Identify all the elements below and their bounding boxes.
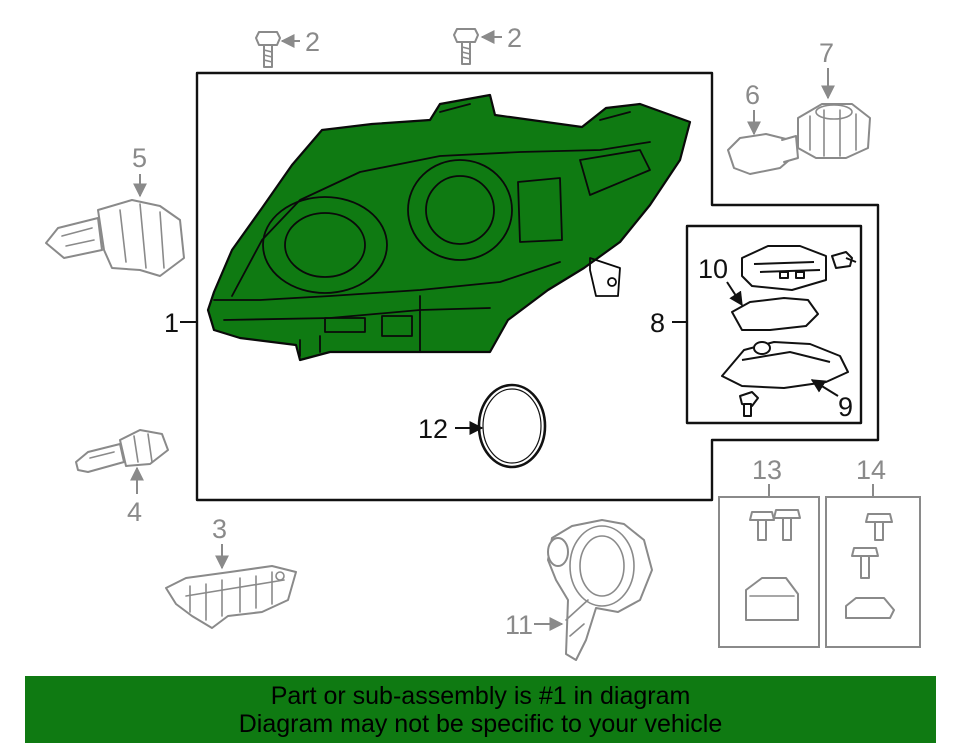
callout-2-left: 2 <box>305 27 320 57</box>
callout-1: 1 <box>164 308 179 338</box>
bolt-part-2-left[interactable] <box>255 31 281 68</box>
subassembly-box-8 <box>685 224 863 425</box>
leader-10 <box>726 281 743 307</box>
clip-kit-part-14[interactable] <box>845 513 895 619</box>
callout-4: 4 <box>127 497 142 527</box>
callout-12: 12 <box>418 414 448 444</box>
callout-8: 8 <box>650 308 665 338</box>
seal-ring-inner <box>482 388 542 464</box>
bulb-part-4[interactable] <box>75 429 169 473</box>
ballast-base-part-9[interactable] <box>721 341 849 389</box>
halogen-bulb-part-5[interactable] <box>45 199 185 277</box>
seal-ring-part-12[interactable] <box>477 383 547 469</box>
leveling-bracket-part-11[interactable] <box>547 519 653 661</box>
callout-3: 3 <box>212 514 227 544</box>
info-banner: Part or sub-assembly is #1 in diagram Di… <box>25 676 936 743</box>
bolt-part-2-right[interactable] <box>453 28 479 65</box>
headlamp-assembly-part-1[interactable] <box>206 93 692 362</box>
clip-kit-part-13[interactable] <box>745 509 801 621</box>
assembly-frame <box>195 71 880 502</box>
banner-line-2: Diagram may not be specific to your vehi… <box>238 710 723 738</box>
wedge-bulb-part-6[interactable] <box>727 133 799 175</box>
banner-line-1: Part or sub-assembly is #1 in diagram <box>270 682 691 710</box>
gasket-part-10[interactable] <box>731 297 819 331</box>
callout-9: 9 <box>838 392 853 422</box>
bracket-part-3[interactable] <box>165 565 297 629</box>
socket-part-7[interactable] <box>797 103 871 159</box>
ballast-screw-bottom[interactable] <box>739 391 759 417</box>
callout-2-right: 2 <box>507 23 522 53</box>
callout-10: 10 <box>698 254 728 284</box>
ballast-cover[interactable] <box>741 245 827 291</box>
callout-11: 11 <box>505 610 533 640</box>
callout-13: 13 <box>752 455 782 485</box>
leader-9 <box>810 379 839 397</box>
callout-7: 7 <box>819 38 834 68</box>
ballast-screw-top[interactable] <box>831 251 857 269</box>
callout-5: 5 <box>132 143 147 173</box>
callout-6: 6 <box>745 80 760 110</box>
callout-14: 14 <box>856 455 886 485</box>
